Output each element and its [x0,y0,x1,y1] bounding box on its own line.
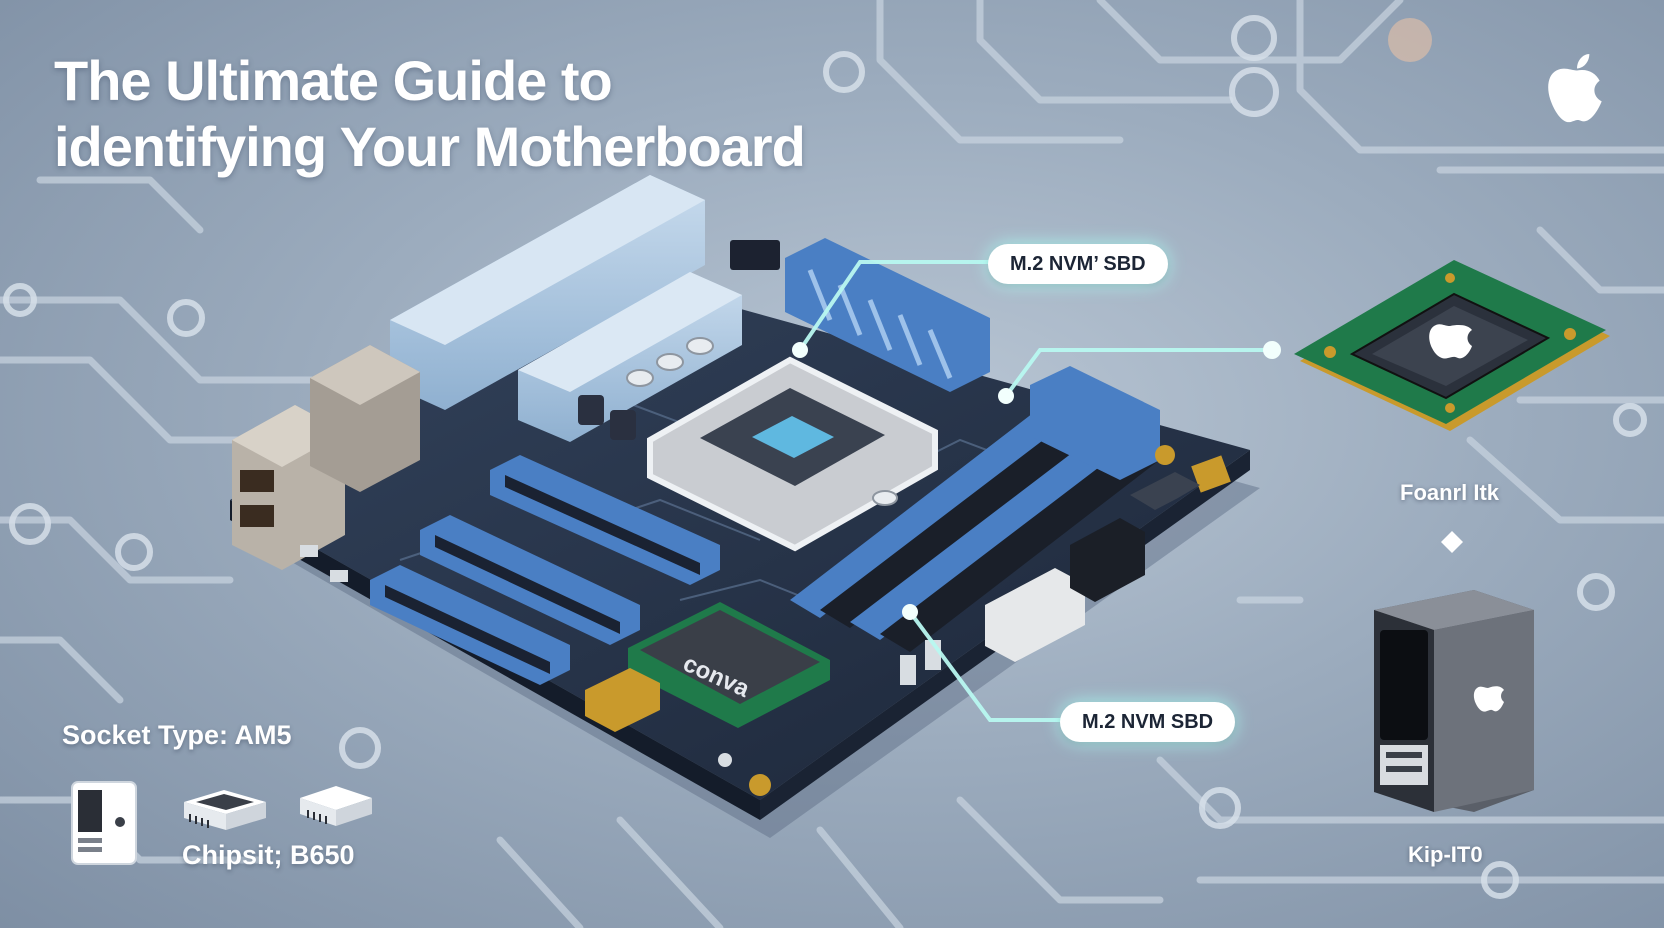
motherboard-pcb [230,270,1250,800]
callout-m2-top: M.2 NVM’ SBD [988,244,1168,284]
apple-logo-icon [1548,54,1602,123]
processor-chip-icon [1294,260,1610,431]
chipset-spec: Chipsit; B650 [182,840,355,870]
page-title: The Ultimate Guide to identifying Your M… [54,48,806,180]
cpu-die [752,416,834,458]
title-line-2: identifying Your Motherboard [54,115,806,178]
diamond-connector-icon [1441,531,1463,553]
storage-drive-icon [184,790,266,830]
processor-label: Foanrl Itk [1400,480,1500,505]
callout-m2-bottom: M.2 NVM SBD [1060,702,1236,742]
callout-connectors [798,260,1274,722]
pc-label: Kip-IT0 [1408,842,1483,867]
mini-tower-icon [71,781,137,865]
pcie-slots [370,455,720,685]
chipset-heatsink [640,610,820,704]
ram-slots [790,366,1170,652]
storage-drive-icon-2 [300,786,372,826]
title-line-1: The Ultimate Guide to [54,49,613,112]
socket-type-spec: Socket Type: AM5 [62,720,292,750]
pc-tower-icon [1374,590,1534,812]
